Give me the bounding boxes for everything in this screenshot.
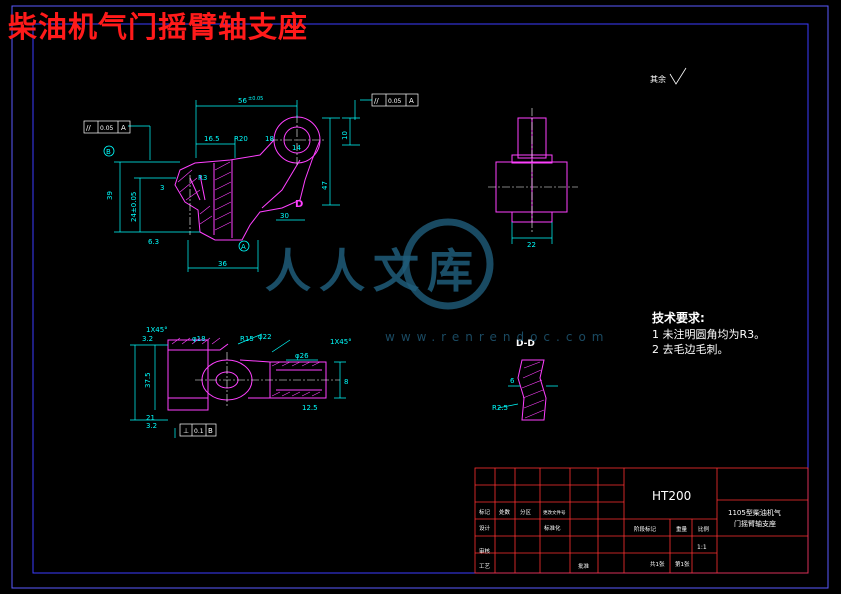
dim-1x45-right: 1X45° [330, 338, 352, 346]
svg-text:0.05: 0.05 [388, 98, 402, 105]
svg-text:重量: 重量 [676, 525, 688, 533]
dim-16-5: 16.5 [204, 135, 220, 143]
svg-text:处数: 处数 [499, 508, 511, 516]
svg-text:阶段标记: 阶段标记 [634, 525, 657, 533]
fcf-bottom [179, 423, 217, 437]
front-dimensions [114, 99, 372, 272]
dim-r20: R20 [234, 135, 248, 143]
material: HT200 [652, 489, 691, 503]
side-centerlines [488, 108, 578, 232]
dim-r3: R3 [198, 174, 207, 182]
dim-3-2-bottom: 3.2 [146, 422, 157, 430]
section-dd [517, 359, 547, 421]
svg-text:标准化: 标准化 [544, 524, 561, 532]
section-hatch [521, 361, 545, 419]
svg-text://: // [86, 124, 91, 132]
dim-56: 56 [238, 97, 247, 105]
front-centerlines [189, 115, 325, 235]
svg-text:工艺: 工艺 [479, 563, 491, 570]
dim-39: 39 [106, 191, 114, 200]
top-dimensions [130, 333, 346, 438]
dim-37-5: 37.5 [144, 372, 152, 388]
title-block-text: HT200 1105型柴油机气 门摇臂轴支座 1:1 共1张 第1张 标记 处数… [479, 489, 781, 570]
svg-text:A: A [241, 243, 246, 251]
dim-21: 21 [146, 414, 155, 422]
dim-47: 47 [321, 181, 329, 190]
dim-8: 8 [344, 378, 348, 386]
dim-3: 3 [160, 184, 164, 192]
dim-phi26: φ26 [295, 352, 309, 360]
sheet-total: 共1张 [650, 560, 665, 568]
dim-r2-5: R2.5 [492, 404, 508, 412]
dim-3-2-top: 3.2 [142, 335, 153, 343]
scale-value: 1:1 [697, 544, 707, 551]
svg-text:A: A [121, 124, 126, 132]
datum-b-marker: B [103, 145, 115, 157]
dim-18: 18 [265, 135, 274, 143]
view-marker-d: D [295, 199, 303, 210]
svg-text:0.1: 0.1 [194, 428, 204, 435]
tech-item-2: 2 去毛边毛刺。 [652, 343, 729, 356]
section-label: D-D [516, 339, 535, 349]
top-centerlines [195, 352, 340, 408]
dim-phi22: φ22 [258, 333, 272, 341]
part-name-1: 1105型柴油机气 [728, 508, 781, 517]
tech-item-1: 1 未注明圆角均为R3。 [652, 328, 766, 341]
sheet-no: 第1张 [675, 560, 690, 568]
outer-border [11, 5, 829, 589]
roughness-symbol [669, 67, 687, 85]
svg-text:分区: 分区 [520, 508, 532, 516]
svg-text:审核: 审核 [479, 547, 491, 555]
roughness-other: 其余 [650, 74, 666, 84]
drawing-labels: 56 ±0.05 16.5 R20 18 39 24±0.05 3 6.3 36… [106, 74, 666, 430]
svg-text://: // [374, 97, 379, 105]
svg-text:A: A [409, 97, 414, 105]
dim-12-5: 12.5 [302, 404, 318, 412]
dim-r15: R15 [240, 335, 254, 343]
datum-a-marker: A [238, 240, 250, 252]
svg-text:B: B [208, 427, 213, 435]
svg-text:⊥: ⊥ [183, 427, 189, 435]
fcf-top-left [83, 120, 131, 134]
dim-22: 22 [527, 241, 536, 249]
svg-text:B: B [106, 148, 111, 156]
section-dimensions [497, 385, 558, 409]
dim-phi18: φ18 [192, 335, 206, 343]
svg-text:0.05: 0.05 [100, 125, 114, 132]
technical-requirements: 技术要求: 1 未注明圆角均为R3。 2 去毛边毛刺。 [652, 311, 765, 357]
tech-title: 技术要求: [652, 311, 705, 325]
svg-text:标记: 标记 [479, 508, 491, 516]
inner-border [32, 23, 809, 574]
svg-text:批准: 批准 [578, 562, 590, 570]
svg-text:设计: 设计 [479, 524, 491, 532]
svg-text:比例: 比例 [698, 525, 710, 533]
front-hatch [177, 161, 232, 231]
watermark: 人人文库 [265, 244, 481, 298]
watermark-logo-ring [402, 218, 494, 310]
watermark-url: www.renrendoc.com [385, 330, 610, 344]
dim-10: 10 [341, 131, 349, 140]
page-title: 柴油机气门摇臂轴支座 [8, 10, 309, 44]
top-hatch [171, 337, 321, 397]
dim-6-3: 6.3 [148, 238, 159, 246]
dim-1x45-left: 1X45° [146, 326, 168, 334]
dim-14: 14 [292, 144, 301, 152]
dim-36: 36 [218, 260, 227, 268]
side-view [495, 117, 568, 223]
dim-56-tol: ±0.05 [248, 96, 263, 102]
fcf-top-right [371, 93, 419, 107]
top-view [167, 339, 327, 411]
dim-24: 24±0.05 [130, 192, 138, 222]
side-dimensions [511, 222, 553, 244]
title-block [474, 467, 809, 574]
part-name-2: 门摇臂轴支座 [734, 519, 776, 528]
dim-6: 6 [510, 377, 515, 385]
svg-text:更改文件号: 更改文件号 [543, 509, 566, 516]
dim-30: 30 [280, 212, 289, 220]
